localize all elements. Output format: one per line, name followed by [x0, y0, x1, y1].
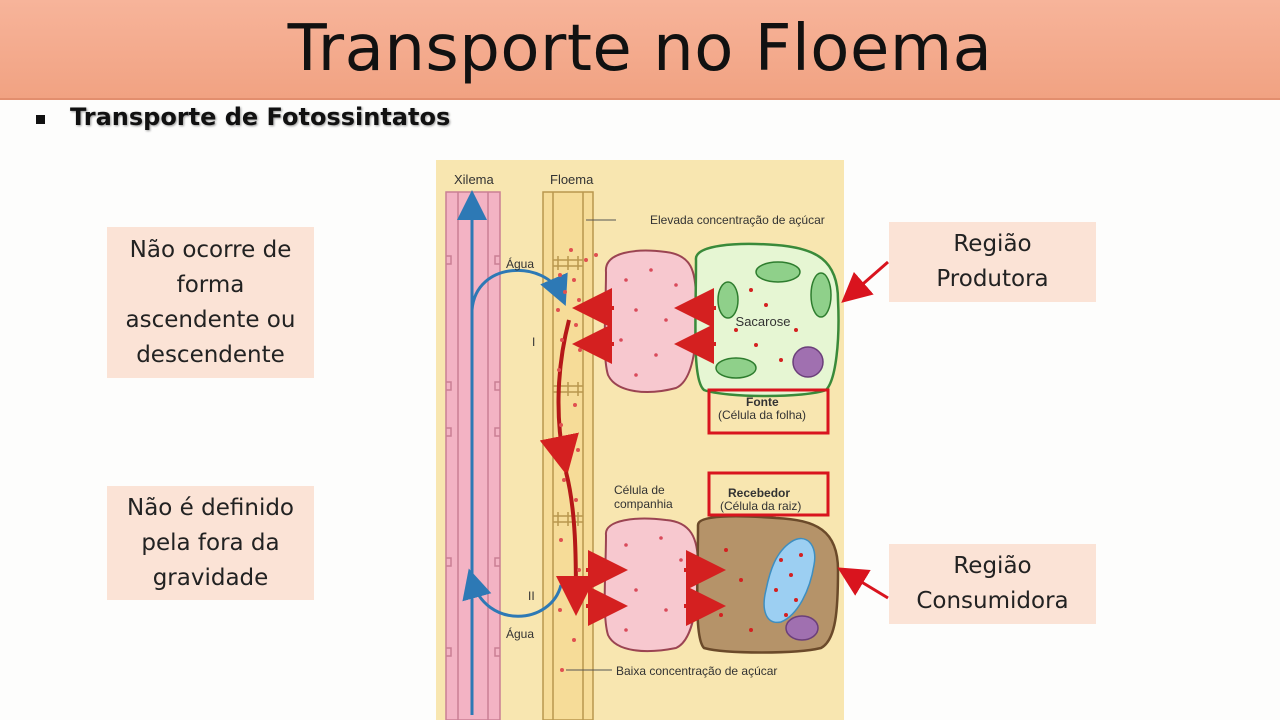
note-line: forma — [176, 271, 245, 298]
phloem-label: Floema — [550, 172, 594, 187]
slide-title: Transporte no Floema — [287, 12, 993, 86]
root-vacuole — [763, 537, 816, 624]
xylem-vessel — [445, 190, 501, 720]
callout-arrow-consumer — [837, 567, 889, 600]
note-line: Não é definido — [126, 494, 295, 521]
low-sugar-label: Baixa concentração de açúcar — [616, 664, 777, 678]
note-producer-region: Região Produtora — [889, 222, 1096, 302]
companion-cell-bottom — [603, 517, 700, 653]
note-line: descendente — [136, 341, 285, 368]
water-out-arrow — [462, 568, 563, 618]
companion-cell-top — [603, 249, 698, 393]
note-line: Região — [953, 231, 1032, 257]
source-title: Fonte — [746, 395, 779, 409]
companion-label: Célula de — [614, 483, 665, 497]
title-bar: Transporte no Floema — [0, 0, 1280, 100]
bullet-icon — [36, 115, 45, 124]
sink-title: Recebedor — [728, 486, 790, 500]
companion-label: companhia — [614, 497, 673, 511]
note-line: Não ocorre de — [129, 236, 292, 263]
marker-2: II — [528, 589, 535, 603]
water-label-bottom: Água — [506, 626, 534, 641]
marker-1: I — [532, 335, 535, 349]
phloem-transport-diagram: Sacarose Xilema Floema Elevada concentra… — [436, 160, 844, 720]
high-sugar-label: Elevada concentração de açúcar — [650, 213, 825, 227]
note-line: Região — [953, 553, 1032, 579]
source-subtitle: (Célula da folha) — [718, 408, 806, 422]
sucrose-label: Sacarose — [736, 314, 791, 329]
phloem-sieve-tube — [542, 191, 594, 720]
slide-subtitle: Transporte de Fotossintatos — [70, 103, 451, 131]
note-line: Produtora — [936, 266, 1049, 292]
note-consumer-region: Região Consumidora — [889, 544, 1096, 624]
note-line: pela fora da — [141, 529, 280, 556]
note-not-gravity: Não é definido pela fora da gravidade — [107, 486, 314, 600]
xylem-label: Xilema — [454, 172, 495, 187]
note-not-ascending: Não ocorre de forma ascendente ou descen… — [107, 227, 314, 378]
callout-arrow-producer — [841, 260, 889, 303]
note-line: ascendente ou — [125, 306, 296, 333]
sap-flow-arrow — [555, 471, 596, 616]
sink-label-box: Recebedor (Célula da raiz) — [707, 471, 830, 517]
note-line: gravidade — [152, 564, 269, 591]
note-line: Consumidora — [916, 588, 1069, 614]
water-label-top: Água — [506, 256, 534, 271]
water-in-arrow — [470, 268, 568, 311]
sap-flow-arrow — [539, 319, 579, 476]
sink-subtitle: (Célula da raiz) — [720, 499, 801, 513]
source-label-box: Fonte (Célula da folha) — [707, 388, 830, 435]
